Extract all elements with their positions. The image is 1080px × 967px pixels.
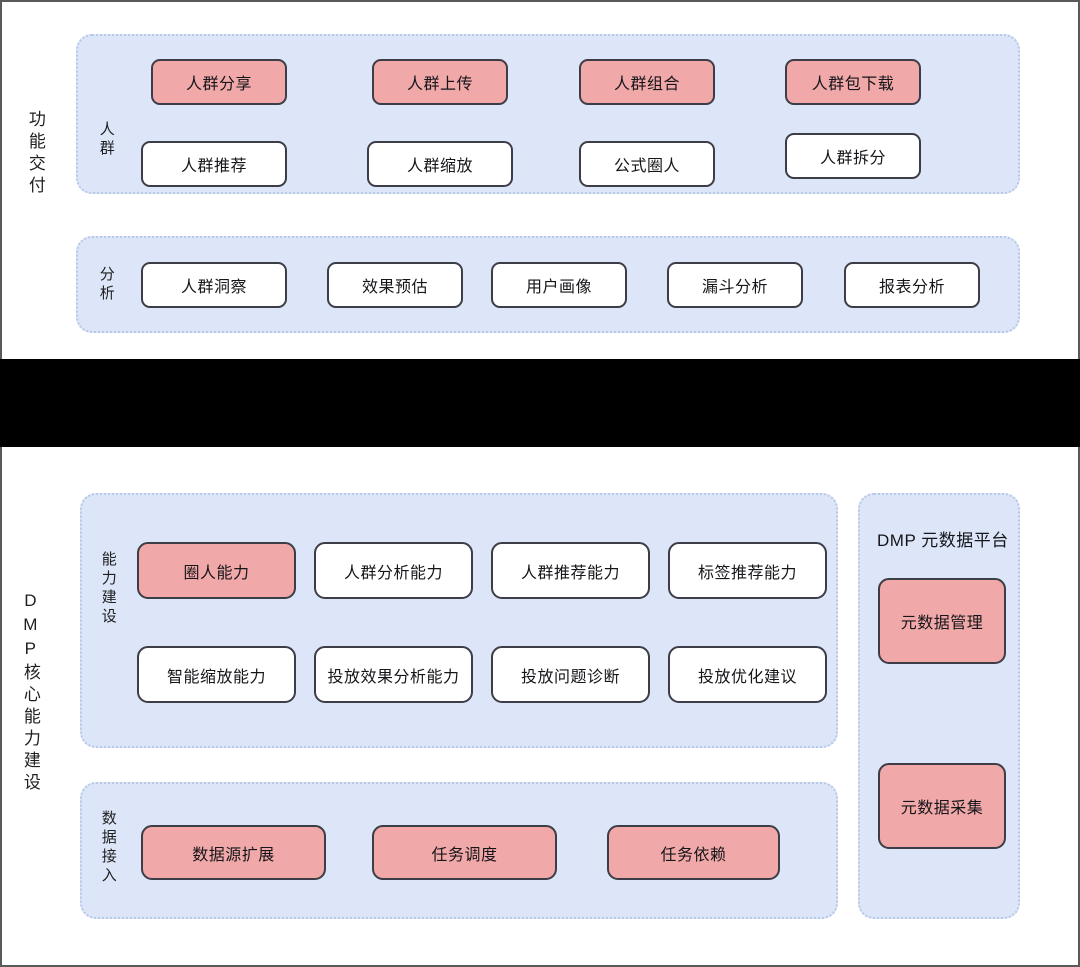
frame-border-left <box>0 0 2 967</box>
node-report-analysis[interactable]: 报表分析 <box>844 262 980 308</box>
frame-border-right <box>1078 0 1080 967</box>
node-crowd-combine[interactable]: 人群组合 <box>579 59 715 105</box>
node-task-dependency[interactable]: 任务依赖 <box>607 825 780 880</box>
node-smart-scaling-capability[interactable]: 智能缩放能力 <box>137 646 296 703</box>
node-delivery-optimization-advice[interactable]: 投放优化建议 <box>668 646 827 703</box>
panel-crowd: 人群 人群分享 人群上传 人群组合 人群包下载 人群推荐 人群缩放 公式圈人 人… <box>76 34 1020 194</box>
panel-capability: 能力建设 圈人能力 人群分析能力 人群推荐能力 标签推荐能力 智能缩放能力 投放… <box>80 493 838 748</box>
row-label-data-ingest: 数据接入 <box>99 810 117 886</box>
node-datasource-expansion[interactable]: 数据源扩展 <box>141 825 326 880</box>
row-label-crowd: 人群 <box>97 121 115 159</box>
node-delivery-effect-analysis-capability[interactable]: 投放效果分析能力 <box>314 646 473 703</box>
node-metadata-management[interactable]: 元数据管理 <box>878 578 1006 664</box>
panel-analysis: 分析 人群洞察 效果预估 用户画像 漏斗分析 报表分析 <box>76 236 1020 333</box>
node-targeting-capability[interactable]: 圈人能力 <box>137 542 296 599</box>
frame-border-bottom <box>0 965 1080 967</box>
node-tag-recommend-capability[interactable]: 标签推荐能力 <box>668 542 827 599</box>
frame-border-top <box>0 0 1080 2</box>
section-separator-band <box>0 359 1080 447</box>
node-user-profile[interactable]: 用户画像 <box>491 262 627 308</box>
node-crowd-analysis-capability[interactable]: 人群分析能力 <box>314 542 473 599</box>
node-crowd-insight[interactable]: 人群洞察 <box>141 262 287 308</box>
row-label-analysis: 分析 <box>97 266 115 304</box>
node-crowd-split[interactable]: 人群拆分 <box>785 133 921 179</box>
row-label-capability: 能力建设 <box>99 551 117 627</box>
section-label-core: DMP核心能力建设 <box>20 591 40 795</box>
node-formula-targeting[interactable]: 公式圈人 <box>579 141 715 187</box>
node-crowd-recommend-capability[interactable]: 人群推荐能力 <box>491 542 650 599</box>
node-crowd-recommend[interactable]: 人群推荐 <box>141 141 287 187</box>
node-metadata-collection[interactable]: 元数据采集 <box>878 763 1006 849</box>
panel-metadata-platform: DMP 元数据平台 元数据管理 元数据采集 <box>858 493 1020 919</box>
metadata-platform-title: DMP 元数据平台 <box>877 531 1009 550</box>
node-crowd-package-download[interactable]: 人群包下载 <box>785 59 921 105</box>
node-effect-forecast[interactable]: 效果预估 <box>327 262 463 308</box>
node-task-scheduling[interactable]: 任务调度 <box>372 825 557 880</box>
panel-data-ingest: 数据接入 数据源扩展 任务调度 任务依赖 <box>80 782 838 919</box>
node-crowd-upload[interactable]: 人群上传 <box>372 59 508 105</box>
node-crowd-share[interactable]: 人群分享 <box>151 59 287 105</box>
node-delivery-issue-diagnosis[interactable]: 投放问题诊断 <box>491 646 650 703</box>
section-label-delivery: 功能交付 <box>25 110 45 198</box>
node-crowd-scaling[interactable]: 人群缩放 <box>367 141 513 187</box>
node-funnel-analysis[interactable]: 漏斗分析 <box>667 262 803 308</box>
